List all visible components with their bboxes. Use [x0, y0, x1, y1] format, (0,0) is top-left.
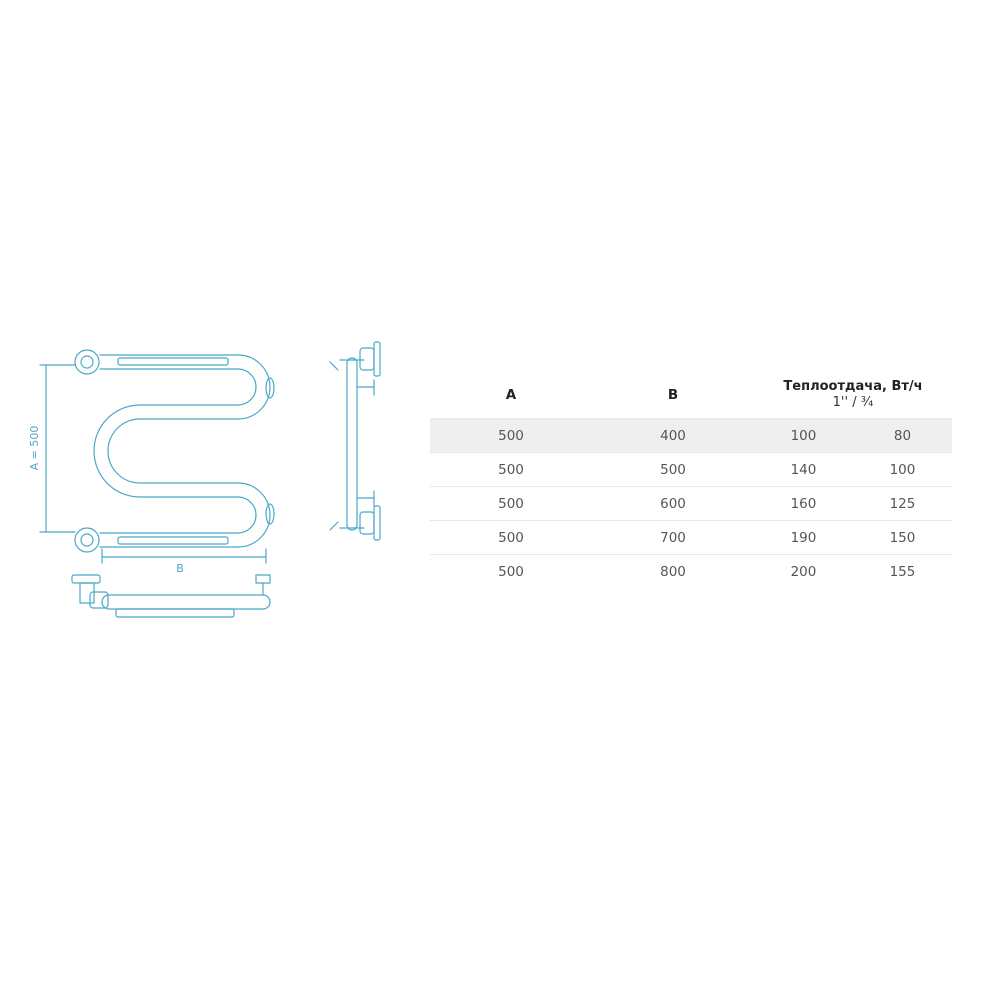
top-view [71, 574, 271, 618]
cell-a: 500 [430, 554, 592, 588]
cell-b: 600 [592, 486, 754, 521]
spec-table: A B Теплоотдача, Вт/ч 1'' / ¾ 500 400 10… [430, 372, 952, 588]
cell-heat-1in: 190 [754, 520, 853, 555]
cell-a: 500 [430, 452, 592, 487]
cell-a: 500 [430, 418, 592, 453]
header-heat-title: Теплоотдача, Вт/ч [783, 379, 923, 394]
dimension-b-label: B [176, 562, 184, 575]
dimension-a [39, 364, 76, 533]
cell-heat-34: 155 [852, 554, 952, 588]
cell-heat-1in: 160 [754, 486, 853, 521]
header-b: B [667, 387, 679, 403]
table-row: 500 700 190 150 [430, 520, 952, 555]
cell-heat-34: 150 [852, 520, 952, 555]
dimension-a-label: A = 500 [28, 426, 41, 471]
cell-b: 500 [592, 452, 754, 487]
dimension-b [101, 548, 267, 564]
header-row: A B Теплоотдача, Вт/ч 1'' / ¾ [430, 372, 952, 419]
table-row: 500 800 200 155 [430, 554, 952, 588]
cell-b: 800 [592, 554, 754, 588]
cell-b: 400 [592, 418, 754, 453]
side-view [329, 341, 381, 541]
cell-a: 500 [430, 520, 592, 555]
cell-heat-1in: 140 [754, 452, 853, 487]
table-row: 500 500 140 100 [430, 452, 952, 487]
cell-heat-1in: 200 [754, 554, 853, 588]
cell-a: 500 [430, 486, 592, 521]
header-heat-sub: 1'' / ¾ [832, 395, 874, 410]
header-a: A [505, 387, 517, 403]
cell-heat-34: 125 [852, 486, 952, 521]
cell-heat-34: 80 [852, 418, 952, 453]
table-row: 500 600 160 125 [430, 486, 952, 521]
header-heat-output: Теплоотдача, Вт/ч 1'' / ¾ [754, 372, 952, 419]
front-view [74, 349, 275, 553]
cell-b: 700 [592, 520, 754, 555]
table-row: 500 400 100 80 [430, 418, 952, 453]
cell-heat-34: 100 [852, 452, 952, 487]
cell-heat-1in: 100 [754, 418, 853, 453]
